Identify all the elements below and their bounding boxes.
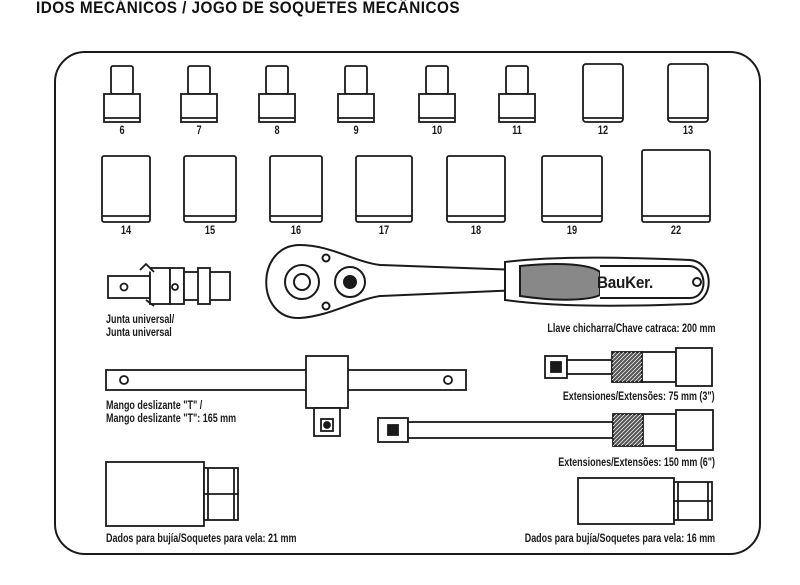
- socket-14: [101, 155, 151, 223]
- extension-75-drawing: [544, 347, 713, 387]
- spark-socket-21-drawing: [105, 461, 239, 527]
- extension-150-label: Extensiones/Extensões: 150 mm (6"): [558, 457, 715, 469]
- socket-size-label: 12: [597, 125, 609, 137]
- universal-joint-drawing: [107, 262, 231, 307]
- socket-size-label: 11: [512, 125, 522, 137]
- knurl-150: [613, 414, 643, 446]
- socket-size-label: 17: [378, 225, 390, 237]
- t-handle-label-es: Mango deslizante "T" /: [106, 400, 203, 412]
- socket-size-label: 13: [682, 125, 694, 137]
- socket-19: [541, 155, 603, 223]
- socket-size-label: 16: [290, 225, 302, 237]
- socket-size-label: 15: [204, 225, 216, 237]
- spark-socket-16-drawing: [577, 477, 713, 525]
- socket-size-label: 10: [431, 125, 443, 137]
- extension-150-drawing: [377, 409, 714, 451]
- socket-size-label: 19: [566, 225, 578, 237]
- case-outline: [54, 51, 761, 555]
- socket-10: [418, 65, 456, 123]
- socket-size-label: 9: [353, 125, 359, 137]
- socket-6: [103, 65, 141, 123]
- extension-75-label: Extensiones/Extensões: 75 mm (3"): [563, 391, 715, 403]
- socket-size-label: 8: [274, 125, 280, 137]
- spark-socket-16-label: Dados para bujía/Soquetes para vela: 16 …: [524, 533, 715, 545]
- socket-size-label: 22: [670, 225, 682, 237]
- universal-joint-label-es: Junta universal/: [106, 314, 175, 326]
- t-handle-label-pt: Mango deslizante "T": 165 mm: [106, 413, 237, 425]
- socket-8: [258, 65, 296, 123]
- socket-11: [498, 65, 536, 123]
- socket-size-label: 7: [196, 125, 202, 137]
- ratchet-drawing: [265, 243, 710, 320]
- universal-joint-label-pt: Junta universal: [106, 327, 172, 339]
- socket-15: [183, 155, 237, 223]
- socket-9: [337, 65, 375, 123]
- socket-18: [446, 155, 506, 223]
- socket-7: [180, 65, 218, 123]
- socket-size-label: 6: [119, 125, 125, 137]
- socket-12: [582, 63, 624, 123]
- spark-socket-21-label: Dados para bujía/Soquetes para vela: 21 …: [106, 533, 297, 545]
- socket-17: [355, 155, 413, 223]
- kit-heading: IDOS MECÁNICOS / JOGO DE SOQUETES MECÂNI…: [36, 0, 461, 17]
- ratchet-label: Llave chicharra/Chave catraca: 200 mm: [546, 323, 715, 335]
- socket-22: [641, 149, 711, 223]
- socket-16: [269, 155, 323, 223]
- knurl-75: [612, 352, 642, 382]
- brand-logo: BauKer.: [597, 273, 653, 292]
- socket-size-label: 18: [470, 225, 482, 237]
- socket-size-label: 14: [120, 225, 132, 237]
- socket-13: [667, 63, 709, 123]
- t-handle-drawing: [105, 355, 467, 437]
